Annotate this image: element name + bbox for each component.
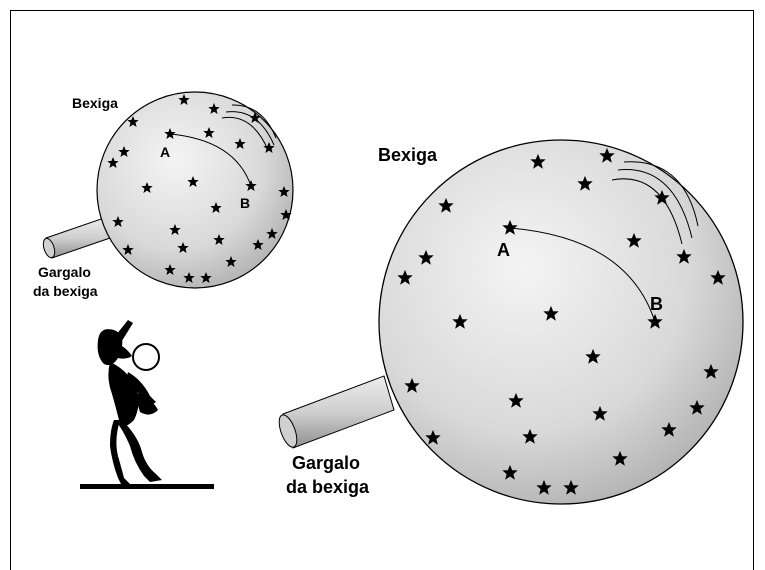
tiny-balloon (132, 343, 160, 371)
large-neck-label-line2: da bexiga (286, 477, 370, 497)
person-figure (97, 320, 162, 486)
small-neck-label-line2: da bexiga (33, 283, 98, 299)
diagram-frame (10, 10, 754, 570)
ground-line (80, 484, 214, 489)
large-balloon-body (378, 139, 744, 505)
large-balloon-label: Bexiga (378, 145, 438, 165)
small-balloon-body (96, 91, 294, 289)
large-balloon: Bexiga A B Gargalo da bexiga (278, 139, 744, 505)
small-point-b-label: B (240, 195, 250, 211)
large-path-a-to-b (509, 227, 656, 323)
small-path-a-to-b (169, 133, 252, 187)
large-point-a-label: A (497, 240, 510, 260)
large-light-rays (611, 161, 699, 245)
small-light-rays (221, 104, 277, 151)
small-neck-label-line1: Gargalo (38, 264, 91, 280)
small-balloon: Bexiga A B Gargalo da bexiga (33, 91, 294, 299)
large-neck-label-line1: Gargalo (292, 453, 360, 473)
small-balloon-neck (42, 217, 111, 259)
small-balloon-label: Bexiga (72, 95, 118, 111)
large-balloon-neck (278, 375, 395, 449)
large-point-b-label: B (650, 294, 663, 314)
person-inflating-balloon-illustration (80, 320, 214, 489)
small-point-a-label: A (160, 144, 170, 160)
